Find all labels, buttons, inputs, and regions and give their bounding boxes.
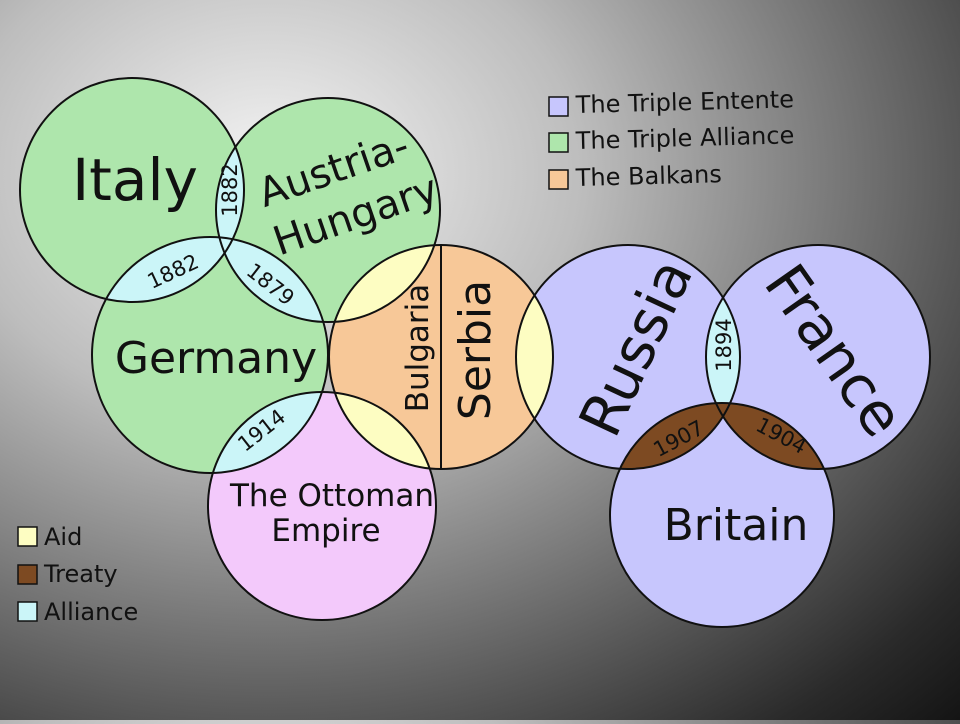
label-ottoman-1: The Ottoman — [229, 478, 434, 514]
circle-outlines — [19, 77, 931, 628]
overlap-russia-britain — [610, 403, 740, 469]
label-italy: Italy — [72, 146, 198, 214]
legend-label-entente: The Triple Entente — [574, 85, 794, 119]
legend-label-balkans: The Balkans — [574, 160, 722, 192]
legend-label-treaty: Treaty — [43, 560, 118, 588]
label-germany: Germany — [115, 333, 317, 384]
overlap-balkans-austria — [329, 245, 440, 322]
overlap-germany-ottoman — [208, 392, 328, 473]
legend-relations: Aid Treaty Alliance — [17, 523, 138, 626]
label-ottoman-2: Empire — [271, 513, 380, 549]
legend-swatch-treaty — [17, 564, 38, 585]
overlap-germany-austria — [216, 237, 328, 322]
legend-label-alliance: Alliance — [44, 598, 138, 626]
label-bulgaria: Bulgaria — [400, 284, 436, 413]
overlap-italy-germany — [92, 237, 244, 302]
overlap-france-britain — [706, 403, 834, 469]
legend-label-triple-alliance: The Triple Alliance — [574, 121, 794, 155]
year-russia-france: 1894 — [712, 318, 736, 371]
year-italy-austria: 1882 — [218, 163, 242, 216]
legend-swatch-balkans — [548, 169, 569, 190]
legend-groups: The Triple Entente The Triple Alliance T… — [548, 85, 795, 192]
legend-swatch-entente — [548, 96, 569, 117]
legend-label-aid: Aid — [44, 523, 82, 551]
label-serbia: Serbia — [450, 280, 501, 420]
overlap-balkans-ottoman — [329, 392, 436, 469]
legend-swatch-alliance — [17, 601, 38, 622]
label-britain: Britain — [664, 500, 809, 551]
legend-swatch-triple-alliance — [548, 132, 569, 153]
legend-swatch-aid — [17, 526, 38, 547]
